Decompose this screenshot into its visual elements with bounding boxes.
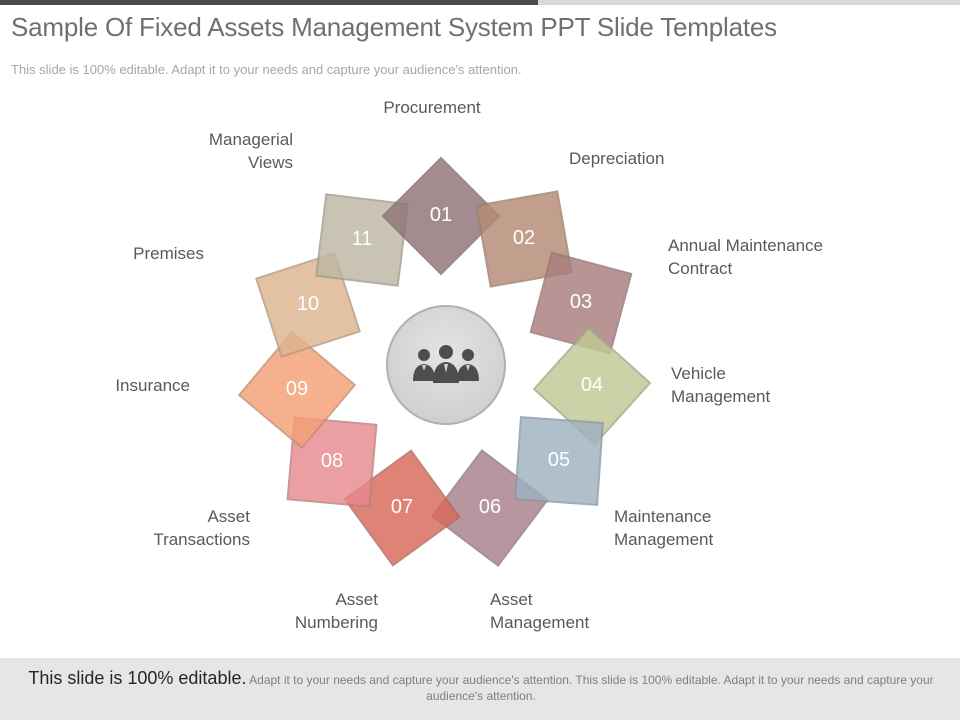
center-hub xyxy=(386,305,506,425)
tile-number-06: 06 xyxy=(478,496,502,518)
top-accent-bar xyxy=(0,0,538,5)
tile-number-10: 10 xyxy=(296,293,320,315)
label-depreciation: Depreciation xyxy=(569,149,665,168)
footer-body: Adapt it to your needs and capture your … xyxy=(249,673,934,703)
tile-number-07: 07 xyxy=(390,496,414,518)
tile-number-08: 08 xyxy=(320,450,344,472)
people-group-icon xyxy=(413,345,479,383)
tile-number-02: 02 xyxy=(512,227,536,249)
label-insurance: Insurance xyxy=(115,376,190,395)
tile-number-04: 04 xyxy=(580,374,604,396)
slide-subtitle: This slide is 100% editable. Adapt it to… xyxy=(11,62,522,77)
tile-number-01: 01 xyxy=(429,204,453,226)
tile-number-11: 11 xyxy=(351,228,373,250)
tile-number-03: 03 xyxy=(569,291,593,313)
slide-title: Sample Of Fixed Assets Management System… xyxy=(11,12,777,42)
footer-text: This slide is 100% editable. Adapt it to… xyxy=(26,668,936,704)
tile-number-09: 09 xyxy=(285,378,309,400)
label-premises: Premises xyxy=(133,244,204,263)
label-procurement: Procurement xyxy=(383,98,481,117)
footer-bar: This slide is 100% editable. Adapt it to… xyxy=(0,658,960,720)
top-accent-bar-light xyxy=(538,0,960,5)
tile-number-05: 05 xyxy=(547,449,571,471)
footer-lead: This slide is 100% editable. xyxy=(28,668,247,688)
